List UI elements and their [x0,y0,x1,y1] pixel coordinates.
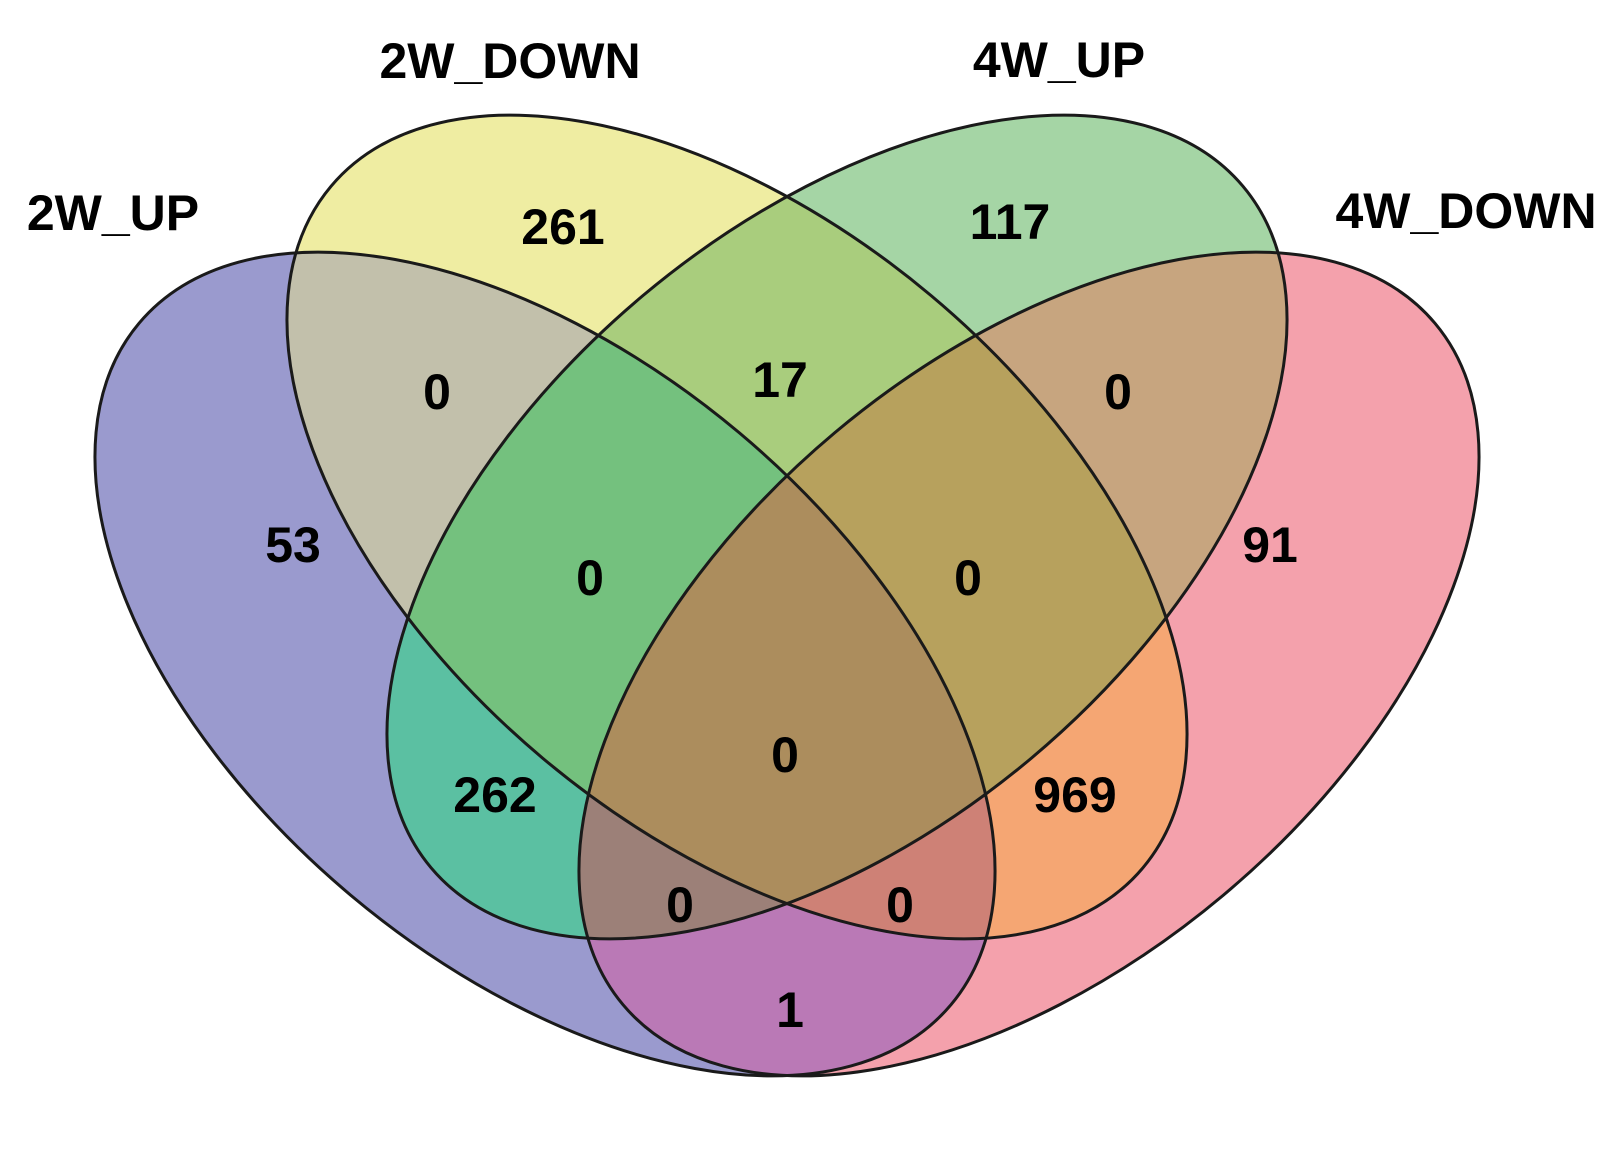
count-2wup-2wdown-4wdown: 0 [886,877,914,933]
count-2wdown-only: 261 [521,199,604,255]
count-2wup-4wup-4wdown: 0 [666,877,694,933]
outline-2w-up [93,250,997,1078]
outline-4w-down [577,250,1481,1078]
outline-2w-down [285,113,1189,941]
count-all-four: 0 [771,727,799,783]
set-label-4w-up: 4W_UP [973,32,1145,88]
count-2wdown-4wup: 17 [752,352,808,408]
set-label-2w-up: 2W_UP [27,185,199,241]
count-4wdown-only: 91 [1242,517,1298,573]
count-2wup-2wdown: 0 [423,364,451,420]
count-2wup-4wup: 262 [453,767,536,823]
count-2wdown-4wdown: 969 [1033,767,1116,823]
count-2wup-2wdown-4wup: 0 [576,550,604,606]
count-2wup-only: 53 [265,517,321,573]
outline-4w-up [385,113,1289,941]
count-4wup-only: 117 [970,194,1051,250]
count-2wdown-4wup-4wdown: 0 [954,550,982,606]
count-4wup-4wdown: 0 [1104,364,1132,420]
set-label-4w-down: 4W_DOWN [1335,183,1596,239]
count-2wup-4wdown: 1 [776,982,804,1038]
set-label-2w-down: 2W_DOWN [379,33,640,89]
